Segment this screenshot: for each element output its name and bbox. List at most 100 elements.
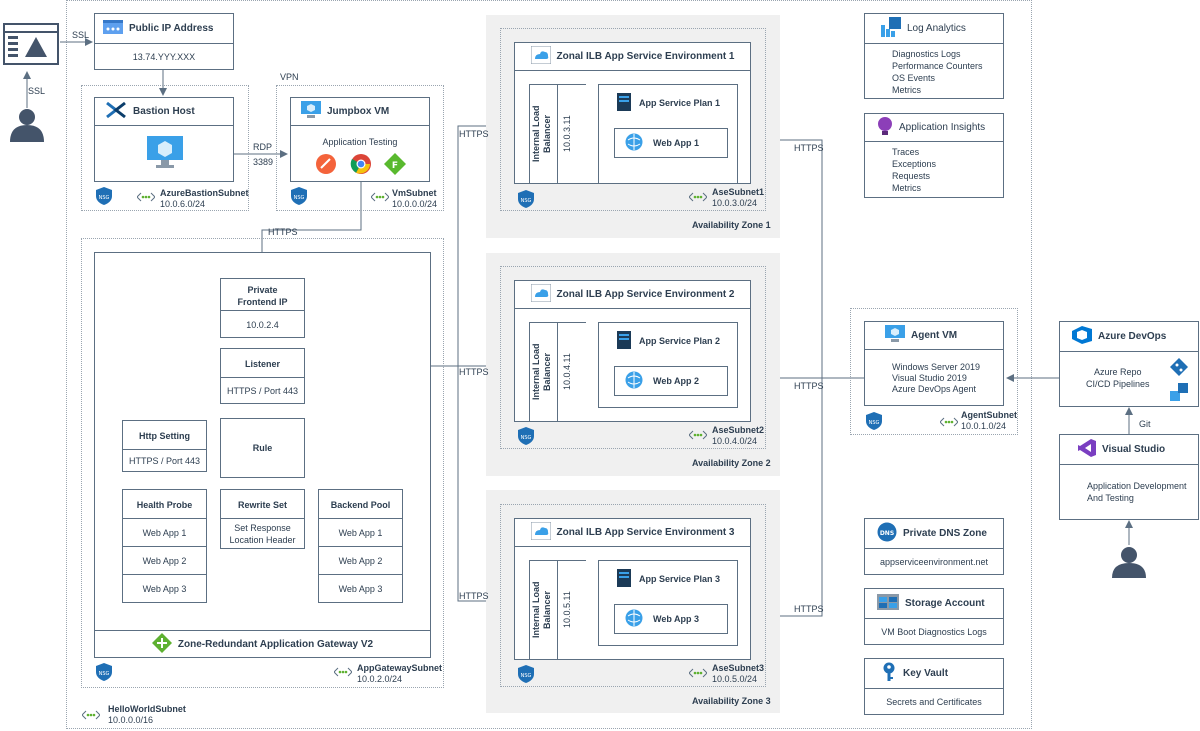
health-probe-item: Web App 2 bbox=[142, 555, 187, 566]
log-analytics-item: Performance Counters bbox=[892, 61, 983, 71]
ase-title-3: Zonal ILB App Service Environment 3 bbox=[556, 527, 735, 538]
zone-label-1: Availability Zone 1 bbox=[692, 220, 771, 230]
health-probe-item: Web App 1 bbox=[142, 527, 187, 538]
browser-icon bbox=[3, 23, 59, 65]
https-label-out-2: HTTPS bbox=[794, 381, 824, 391]
vm-subnet-cidr: 10.0.0.0/24 bbox=[392, 199, 438, 209]
repos-icon bbox=[1170, 358, 1188, 381]
frontend-title: Private Frontend IP bbox=[237, 285, 288, 307]
app-service-plan-box-1: App Service Plan 1 Web App 1 bbox=[598, 84, 738, 184]
azure-devops-box: Azure DevOps Azure Repo CI/CD Pipelines bbox=[1059, 321, 1199, 407]
ilb-label-2: Internal Load Balancer bbox=[531, 343, 552, 401]
app-insights-item: Exceptions bbox=[892, 159, 937, 169]
svg-text:F: F bbox=[392, 161, 398, 171]
https-label-zone-2: HTTPS bbox=[459, 367, 489, 377]
app-insights-list: Traces Exceptions Requests Metrics bbox=[892, 146, 936, 194]
zone-label-2: Availability Zone 2 bbox=[692, 458, 771, 468]
bastion-icon bbox=[105, 101, 127, 122]
monitor-icon bbox=[147, 136, 183, 175]
ilb-label-3: Internal Load Balancer bbox=[531, 581, 552, 639]
agent-subnet-name: AgentSubnet bbox=[961, 410, 1017, 420]
dns-icon: DNS bbox=[877, 522, 897, 545]
log-analytics-item: Metrics bbox=[892, 85, 921, 95]
app-service-plan-title-1: App Service Plan 1 bbox=[599, 93, 720, 113]
nsg-shield-icon: NSG bbox=[96, 187, 112, 205]
webapp-name-3: Web App 3 bbox=[653, 614, 700, 624]
visual-studio-list: Application Development And Testing bbox=[1087, 480, 1187, 504]
vnet-subnet-name: HelloWorldSubnet bbox=[108, 704, 186, 714]
azure-devops-icon bbox=[1072, 326, 1092, 347]
app-service-environment-icon bbox=[530, 45, 551, 67]
git-label: Git bbox=[1139, 419, 1151, 429]
app-insights-item: Requests bbox=[892, 171, 931, 181]
key-vault-box: Key Vault Secrets and Certificates bbox=[864, 658, 1004, 715]
ilb-label-1: Internal Load Balancer bbox=[531, 105, 552, 163]
azure-devops-title: Azure DevOps bbox=[1098, 331, 1167, 342]
appgw-footer: Zone-Redundant Application Gateway V2 bbox=[94, 630, 431, 658]
vm-subnet bbox=[276, 85, 444, 211]
log-analytics-item: OS Events bbox=[892, 73, 936, 83]
app-gateway-icon bbox=[151, 633, 172, 656]
vm-icon bbox=[301, 101, 321, 122]
bastion-subnet-name: AzureBastionSubnet bbox=[160, 188, 249, 198]
visual-studio-icon bbox=[1078, 439, 1096, 460]
pipelines-icon bbox=[1170, 383, 1188, 406]
app-service-environment-icon bbox=[530, 521, 551, 543]
app-service-plan-icon bbox=[617, 331, 631, 351]
key-icon bbox=[881, 662, 897, 685]
svg-text:NSG: NSG bbox=[294, 195, 305, 201]
listener-value: HTTPS / Port 443 bbox=[226, 386, 299, 396]
ase-subnet-name-3: AseSubnet3 bbox=[712, 663, 765, 673]
appgw-subnet-name: AppGatewaySubnet bbox=[357, 663, 443, 673]
ase-title-2: Zonal ILB App Service Environment 2 bbox=[556, 289, 735, 300]
nsg-shield-icon: NSG bbox=[291, 187, 307, 205]
vm-icon bbox=[885, 325, 905, 346]
developer-user-icon bbox=[1110, 546, 1148, 578]
chrome-icon bbox=[350, 153, 372, 180]
svg-text:NSG: NSG bbox=[99, 671, 110, 677]
backend-item: Web App 2 bbox=[338, 555, 383, 566]
public-ip-title: Public IP Address bbox=[129, 23, 214, 34]
app-insights-title: Application Insights bbox=[899, 122, 986, 133]
subnet-icon bbox=[370, 190, 390, 208]
svg-text:NSG: NSG bbox=[99, 195, 110, 201]
webapp-box-3: Web App 3 bbox=[614, 604, 728, 634]
jumpbox-subtitle: Application Testing bbox=[322, 137, 398, 147]
ase-subnet-cidr-1: 10.0.3.0/24 bbox=[712, 198, 758, 208]
agent-subnet-cidr: 10.0.1.0/24 bbox=[961, 421, 1007, 431]
bastion-title: Bastion Host bbox=[133, 106, 195, 117]
public-ip-box: Public IP Address 13.74.YYY.XXX bbox=[94, 13, 234, 70]
webapp-box-2: Web App 2 bbox=[614, 366, 728, 396]
health-probe-title: Health Probe bbox=[136, 500, 193, 510]
ase-subnet-3 bbox=[500, 504, 766, 687]
app-service-plan-box-2: App Service Plan 2 Web App 2 bbox=[598, 322, 738, 408]
http-setting-title: Http Setting bbox=[139, 431, 190, 441]
app-service-plan-title-2: App Service Plan 2 bbox=[599, 331, 720, 351]
web-app-icon bbox=[625, 609, 643, 629]
app-service-plan-icon bbox=[617, 569, 631, 589]
app-service-plan-name-1: App Service Plan 1 bbox=[639, 98, 721, 108]
app-service-plan-icon bbox=[617, 93, 631, 113]
bastion-subnet-cidr: 10.0.6.0/24 bbox=[160, 199, 206, 209]
key-vault-value: Secrets and Certificates bbox=[886, 697, 982, 707]
rdp-label: RDP bbox=[253, 142, 273, 152]
storage-value: VM Boot Diagnostics Logs bbox=[881, 627, 987, 637]
app-insights-box: Application Insights Traces Exceptions R… bbox=[864, 113, 1004, 198]
appgw-subnet bbox=[81, 238, 444, 688]
https-label-zone-1: HTTPS bbox=[459, 129, 489, 139]
nsg-shield-icon: NSG bbox=[866, 412, 882, 430]
vnet-subnet-cidr: 10.0.0.0/16 bbox=[108, 715, 154, 725]
app-service-plan-box-3: App Service Plan 3 Web App 3 bbox=[598, 560, 738, 646]
jumpbox-title: Jumpbox VM bbox=[327, 106, 390, 117]
azure-devops-list: Azure Repo CI/CD Pipelines bbox=[1086, 366, 1150, 390]
zone-label-3: Availability Zone 3 bbox=[692, 696, 771, 706]
agent-subnet bbox=[850, 308, 1018, 435]
private-dns-box: DNS Private DNS Zone appserviceenvironme… bbox=[864, 518, 1004, 575]
visual-studio-item: And Testing bbox=[1087, 493, 1134, 503]
subnet-icon bbox=[81, 708, 101, 726]
rewrite-title: Rewrite Set bbox=[237, 500, 288, 510]
health-probe-box: Health Probe Web App 1 Web App 2 Web App… bbox=[122, 489, 207, 603]
bastion-subnet bbox=[81, 85, 249, 211]
svg-text:NSG: NSG bbox=[521, 435, 532, 441]
firefox-icon bbox=[315, 153, 337, 180]
